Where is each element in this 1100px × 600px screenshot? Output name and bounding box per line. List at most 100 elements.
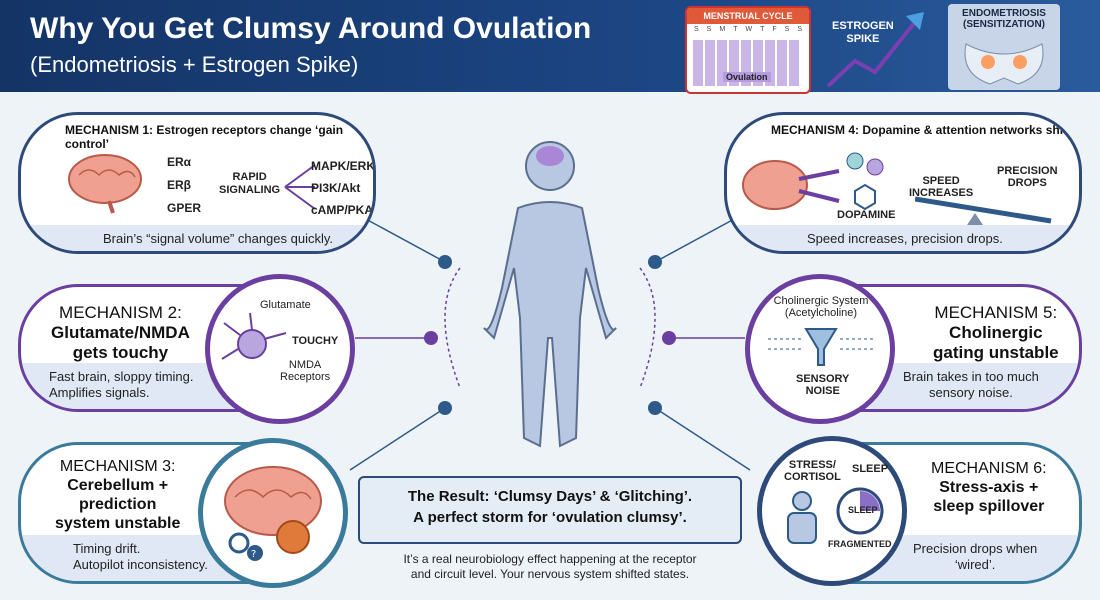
day-label: S <box>694 26 699 33</box>
system-line2: (Acetylcholine) <box>784 307 858 319</box>
mechanism-2-foot-text: Fast brain, sloppy timing. Amplifies sig… <box>49 369 194 401</box>
mechanism-2-circle: Glutamate TOUCHY NMDA Receptors <box>205 274 355 424</box>
signaling-line1: RAPID <box>232 171 267 183</box>
m6-foot-line2: ‘wired’. <box>954 557 996 572</box>
mechanism-3-circle: ? <box>198 438 348 588</box>
result-line2: A perfect storm for ‘ovulation clumsy’. <box>413 509 687 526</box>
result-line1: The Result: ‘Clumsy Days’ & ‘Glitching’. <box>407 488 693 505</box>
mechanism-4-foot: Speed increases, precision drops. <box>727 225 1079 251</box>
m3-title-line4: system unstable <box>55 515 181 532</box>
connector-dot <box>662 331 676 345</box>
m2-foot-line1: Fast brain, sloppy timing. <box>49 369 194 384</box>
signaling-arrows <box>284 164 316 210</box>
svg-text:?: ? <box>251 549 256 560</box>
signaling-line2: SIGNALING <box>219 184 281 196</box>
mechanism-4-card: MECHANISM 4: Dopamine & attention networ… <box>724 112 1082 254</box>
mechanism-5-title: MECHANISM 5: Cholinergic gating unstable <box>933 303 1059 363</box>
stress-label: STRESS/ CORTISOL <box>784 459 841 483</box>
speed-line2: INCREASES <box>909 187 974 199</box>
mechanism-3-foot-text: Timing drift. Autopilot inconsistency. <box>73 541 208 573</box>
day-label: S <box>706 26 712 33</box>
sleep-inner-label: SLEEP <box>848 505 878 515</box>
touchy-label: TOUCHY <box>292 335 339 347</box>
precision-line1: PRECISION <box>997 165 1058 177</box>
estrogen-line2: SPIKE <box>846 33 880 45</box>
precision-line2: DROPS <box>1007 177 1047 189</box>
dopamine-brain-icon <box>742 152 884 211</box>
mechanism-4-title: MECHANISM 4: Dopamine & attention networ… <box>771 123 1072 137</box>
m5-title-line2: Cholinergic <box>949 323 1043 342</box>
nmda-line2: Receptors <box>280 371 331 383</box>
day-label: S <box>797 26 802 33</box>
m6-title-line1: MECHANISM 6: <box>931 460 1047 477</box>
noise-line1: SENSORY <box>796 373 850 385</box>
day-label: T <box>733 26 738 33</box>
m5-title-line1: MECHANISM 5: <box>934 303 1058 322</box>
funnel-icon <box>768 328 874 366</box>
m3-title-line1: MECHANISM 3: <box>59 458 176 475</box>
neuron-icon <box>221 312 287 360</box>
m3-title-line2: Cerebellum + <box>67 477 169 494</box>
m2-foot-line2: Amplifies signals. <box>49 385 150 400</box>
nmda-label: NMDA Receptors <box>280 359 330 383</box>
m3-foot-line2: Autopilot inconsistency. <box>73 557 208 572</box>
calendar-title: MENSTRUAL CYCLE <box>687 8 809 24</box>
mechanism-1-foot-text: Brain’s “signal volume” changes quickly. <box>103 231 334 246</box>
mechanism-1-title: MECHANISM 1: Estrogen receptors change ‘… <box>65 123 344 151</box>
human-body-figure <box>444 141 656 448</box>
pathway-label: MAPK/ERK <box>311 159 376 173</box>
m6-title-line2: Stress-axis + <box>939 479 1039 496</box>
result-box: The Result: ‘Clumsy Days’ & ‘Glitching’.… <box>358 476 742 544</box>
page-title: Why You Get Clumsy Around Ovulation <box>30 12 592 45</box>
brain-icon <box>68 154 142 214</box>
mechanism-6-foot-text: Precision drops when ‘wired’. <box>913 541 1037 573</box>
glutamate-label: Glutamate <box>260 299 311 311</box>
page-subtitle: (Endometriosis + Estrogen Spike) <box>30 52 359 77</box>
result-note: It’s a real neurobiology effect happenin… <box>362 552 738 582</box>
dopamine-label: DOPAMINE <box>837 209 896 221</box>
connector-dot <box>438 255 452 269</box>
m6-foot-line1: Precision drops when <box>913 541 1038 556</box>
day-label: S <box>784 26 790 33</box>
day-label: W <box>745 26 753 33</box>
mechanism-1-foot: Brain’s “signal volume” changes quickly. <box>21 225 373 251</box>
estrogen-spike-label: ESTROGEN SPIKE <box>832 20 894 46</box>
connector-dot <box>424 331 438 345</box>
mechanism-1-card: MECHANISM 1: Estrogen receptors change ‘… <box>18 112 376 254</box>
mechanism-5-circle: Cholinergic System (Acetylcholine) SENSO… <box>745 274 895 424</box>
m3-foot-line1: Timing drift. <box>73 541 141 556</box>
m6-title-line3: sleep spillover <box>933 498 1045 515</box>
sleep-label: SLEEP <box>852 463 889 475</box>
m5-title-line3: gating unstable <box>933 343 1059 362</box>
signaling-label: RAPID SIGNALING <box>219 171 280 197</box>
endometriosis-panel: ENDOMETRIOSIS (SENSITIZATION) <box>948 4 1060 90</box>
precision-label: PRECISION DROPS <box>997 165 1058 189</box>
sensory-noise-label: SENSORY NOISE <box>796 373 849 397</box>
cerebellum-icon: ? <box>224 466 322 561</box>
day-label: M <box>719 26 726 33</box>
receptor-label: GPER <box>167 201 202 215</box>
connector-dot <box>438 401 452 415</box>
receptor-label: ERβ <box>167 178 191 192</box>
cholinergic-system-label: Cholinergic System (Acetylcholine) <box>766 295 876 319</box>
person-clock-icon <box>787 487 884 544</box>
mechanism-4-foot-text: Speed increases, precision drops. <box>807 231 1003 246</box>
m5-foot-line1: Brain takes in too much <box>903 369 1039 384</box>
system-line1: Cholinergic System <box>773 295 869 307</box>
day-label: F <box>772 26 777 33</box>
endo-line2: (SENSITIZATION) <box>962 19 1046 30</box>
fragmented-label: FRAGMENTED <box>828 539 892 549</box>
mechanism-5-foot-text: Brain takes in too much sensory noise. <box>903 369 1039 401</box>
mechanism-2-title: MECHANISM 2: Glutamate/NMDA gets touchy <box>51 303 190 363</box>
mechanism-6-circle: STRESS/ CORTISOL SLEEP SLEEP FRAGMENTED <box>757 436 907 586</box>
nmda-line1: NMDA <box>288 359 322 371</box>
stress-line1: STRESS/ <box>788 459 836 471</box>
day-label: T <box>760 26 765 33</box>
speed-label: SPEED INCREASES <box>909 175 973 199</box>
connector-dot <box>648 255 662 269</box>
pathway-label: cAMP/PKA <box>311 203 374 217</box>
m2-title-line2: Glutamate/NMDA <box>51 323 190 342</box>
receptor-label: ERα <box>167 155 192 169</box>
